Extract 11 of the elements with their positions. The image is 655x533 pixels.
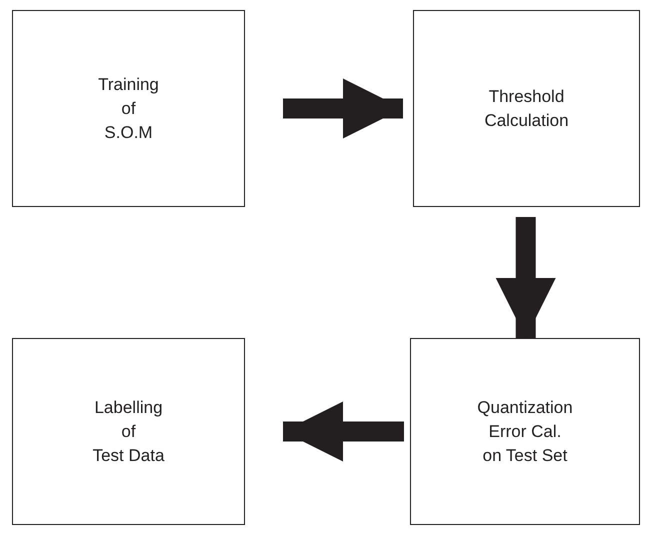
process-box (12, 338, 245, 525)
box-label: Threshold Calculation (484, 86, 569, 132)
arrow (283, 402, 404, 462)
arrow (496, 217, 556, 338)
box-label: Labelling of Test Data (92, 396, 164, 466)
process-box (413, 10, 640, 207)
process-box (410, 338, 640, 525)
arrow (283, 78, 403, 138)
box-label: Quantization Error Cal. on Test Set (477, 396, 573, 466)
box-label: Training of S.O.M (98, 74, 159, 144)
process-box (12, 10, 245, 207)
